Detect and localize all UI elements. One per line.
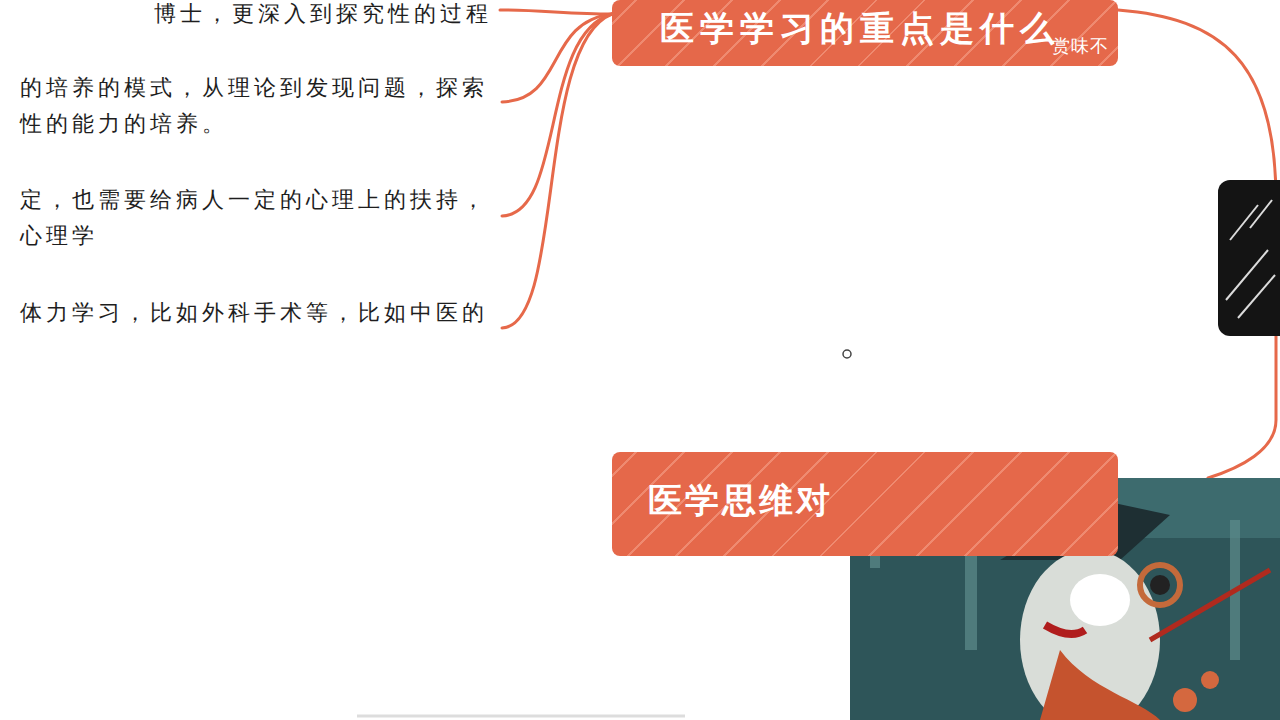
topic-box: 医学思维对 [612, 452, 1118, 556]
topic-box: 医学学习的重点是什么 [612, 0, 1118, 66]
branch-note: 体力学习，比如外科手术等，比如中医的 [20, 295, 492, 331]
branch-line [502, 14, 612, 216]
watermark: 赏味不 [1052, 34, 1172, 58]
dark-box [1218, 180, 1280, 336]
branch-line [500, 10, 612, 14]
branch-note: 博士，更深入到探究性的过程 [20, 0, 492, 32]
cursor-dot [843, 350, 851, 358]
bottom-rule [357, 715, 685, 718]
topic-text: 医学学习的重点是什么 [660, 6, 1060, 52]
branch-note: 的培养的模式，从理论到发现问题，探索 性的能力的培养。 [20, 70, 492, 142]
branch-note: 定，也需要给病人一定的心理上的扶持， 心理学 [20, 182, 492, 254]
topic-text: 医学思维对 [648, 478, 833, 524]
branch-line [502, 14, 612, 328]
